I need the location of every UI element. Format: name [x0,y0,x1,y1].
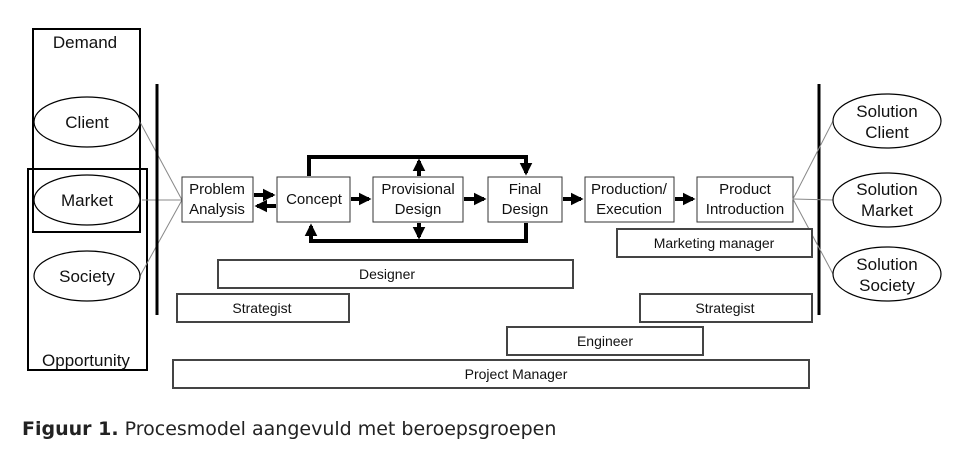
role-bar-designer [217,259,574,289]
step-final-design [487,176,563,223]
market-ellipse [33,174,141,226]
figure-caption: Figuur 1. Procesmodel aangevuld met bero… [22,418,556,440]
solution-market-line2: Market [861,201,913,220]
role-bar-engineer [506,326,704,356]
step-problem-analysis [181,176,254,223]
step-production-execution-line1: Production/ [591,181,668,198]
step-production-execution [584,176,675,223]
step-problem-analysis-line2: Analysis [189,201,245,218]
step-production-execution-line2: Execution [596,201,662,218]
role-project-manager: Project Manager [465,366,568,382]
role-designer: Designer [359,266,415,282]
step-provisional-design-line2: Design [395,201,442,218]
step-product-introduction [696,176,794,223]
role-marketing-manager: Marketing manager [654,235,775,251]
step-concept-label: Concept [286,191,343,208]
step-product-introduction-line1: Product [719,181,772,198]
step-final-design-line1: Final [509,181,542,198]
figure-caption-label: Figuur 1. [22,418,119,440]
solution-market-ellipse [832,172,942,228]
client-label: Client [65,113,109,132]
market-label: Market [61,191,113,210]
demand-label: Demand [53,33,117,52]
step-problem-analysis-line1: Problem [189,181,245,198]
solution-client-ellipse [832,93,942,149]
client-ellipse [33,96,141,148]
demand-frame [32,28,141,233]
role-bar-project-manager [172,359,810,389]
step-provisional-design-line1: Provisional [381,181,454,198]
solution-client-line2: Client [865,123,909,142]
role-bar-marketing-manager [616,228,813,258]
role-bar-strategist-left [176,293,350,323]
society-ellipse [33,250,141,302]
opportunity-frame [27,168,148,371]
loop-bottom [304,223,528,243]
step-provisional-design [372,176,464,223]
process-diagram: Demand Opportunity Client Market Society… [27,28,942,389]
step-concept [276,176,351,223]
input-connectors [139,121,183,277]
role-bar-strategist-right [639,293,813,323]
role-strategist-left: Strategist [232,300,291,316]
step-final-design-line2: Design [502,201,549,218]
process-arrows [254,155,696,243]
opportunity-label: Opportunity [42,351,130,370]
solution-client-line1: Solution [856,102,917,121]
solution-society-line1: Solution [856,255,917,274]
solution-society-line2: Society [859,276,915,295]
society-label: Society [59,267,115,286]
figure-caption-text: Procesmodel aangevuld met beroepsgroepen [118,418,557,440]
solution-market-line1: Solution [856,180,917,199]
role-strategist-right: Strategist [695,300,754,316]
solution-society-ellipse [832,246,942,302]
step-product-introduction-line2: Introduction [706,201,784,218]
role-engineer: Engineer [577,333,633,349]
loop-top [307,155,533,176]
